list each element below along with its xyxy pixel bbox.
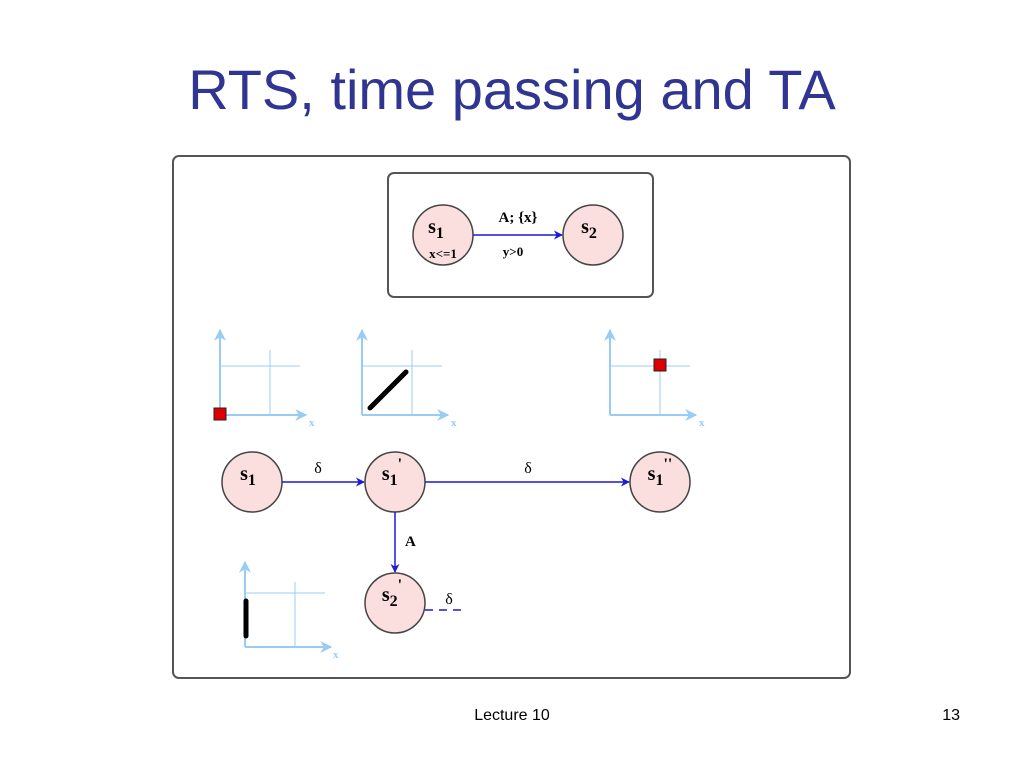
svg-text:s2: s2 — [581, 216, 597, 242]
state-name: s — [581, 216, 589, 238]
automaton-edge-label: A; {x} — [499, 210, 538, 226]
state-name: s — [382, 584, 390, 606]
state-sub: 1 — [436, 225, 444, 242]
clock-point — [213, 407, 227, 421]
state-sub: 1 — [390, 472, 398, 489]
automaton-edge-guard: y>0 — [503, 244, 523, 259]
page-number: 13 — [942, 707, 960, 724]
delay-label-2: δ — [524, 460, 532, 477]
axis-label-x: x — [309, 417, 315, 429]
clock-plot-4: x — [239, 560, 339, 661]
axis-label-x: x — [333, 649, 339, 661]
clock-plot-1: x — [213, 328, 315, 429]
state-sub: 1 — [655, 472, 663, 489]
clock-plot-3: x — [604, 328, 705, 429]
rts-state-s1-double-prime: s1'' — [629, 451, 691, 513]
delay-label-1: δ — [314, 460, 322, 477]
svg-text:s2': s2' — [382, 577, 402, 610]
state-sub: 2 — [390, 593, 398, 610]
state-sub: 2 — [589, 225, 597, 242]
state-prime: ' — [398, 456, 402, 473]
state-name: s — [240, 463, 248, 485]
svg-text:s1: s1 — [240, 463, 256, 489]
state-sub: 1 — [248, 472, 256, 489]
axis-label-x: x — [451, 417, 457, 429]
slide-title: RTS, time passing and TA — [188, 58, 836, 121]
rts-state-s2-prime: s2' — [364, 572, 426, 634]
state-name: s — [382, 463, 390, 485]
clock-point — [653, 358, 667, 372]
svg-text:s1': s1' — [382, 456, 402, 489]
state-invariant: x<=1 — [429, 246, 457, 261]
rts-state-s1: s1 — [221, 451, 283, 513]
footer-lecture: Lecture 10 — [474, 707, 550, 724]
clock-trajectory — [367, 369, 409, 411]
svg-text:s1: s1 — [428, 216, 444, 242]
rts-state-s1-prime: s1' — [364, 451, 426, 513]
action-label: A — [405, 534, 416, 550]
state-name: s — [428, 216, 436, 238]
state-prime: ' — [398, 577, 402, 594]
state-prime: '' — [663, 456, 672, 473]
svg-text:s1'': s1'' — [648, 456, 673, 489]
state-name: s — [648, 463, 656, 485]
clock-plot-2: x — [356, 328, 457, 429]
automaton-state-s1: s1 x<=1 — [412, 204, 474, 266]
axis-label-x: x — [699, 417, 705, 429]
delay-label-3: δ — [445, 591, 453, 608]
automaton-state-s2: s2 — [562, 204, 624, 266]
